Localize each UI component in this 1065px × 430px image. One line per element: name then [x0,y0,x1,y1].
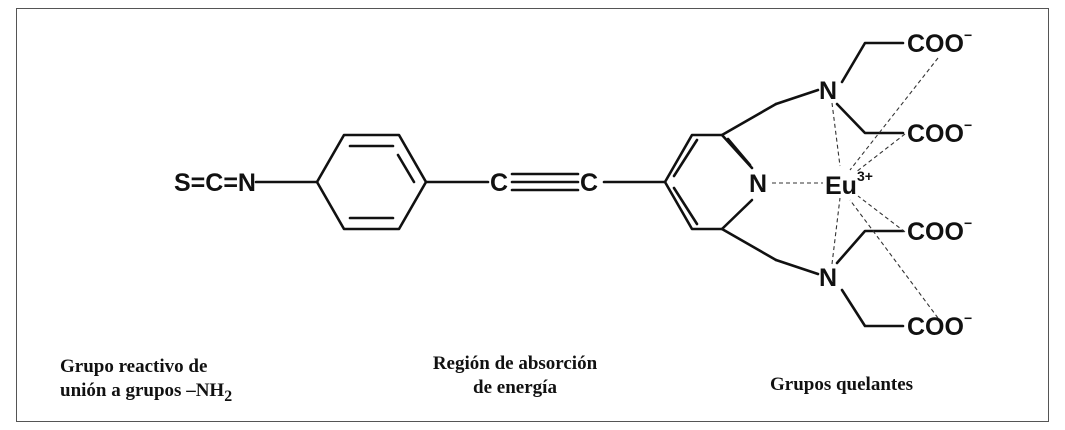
caption-chelating-groups: Grupos quelantes [770,374,914,395]
pyridine-ring [663,133,754,231]
carboxylate-4: COO− [907,310,972,341]
benzene-ring [315,133,428,231]
bond-upper-acetate-2 [835,102,905,135]
pyridine-inner-bond-top [672,138,699,178]
coord-bond-upper-n [831,102,841,167]
coord-bond-coo-4 [849,199,939,319]
benzene-inner-bond-right [396,153,416,184]
bond-lower-acetate-2 [840,288,905,328]
bond-upper-ch2-1 [720,102,778,137]
coord-bond-coo-3 [857,195,906,233]
diagram-frame [16,8,1049,422]
caption-reactive-group: Grupo reactivo de unión a grupos –NH2 [60,355,232,409]
bond-lower-acetate-1 [835,229,905,265]
isothiocyanate-label: S=C=N [174,169,256,197]
coord-bond-coo-2 [855,133,906,173]
caption-reactive-line2: unión a grupos –NH2 [60,380,233,405]
coord-bond-lower-n [831,197,841,265]
carboxylate-3: COO− [907,215,972,246]
alkyne-carbon-left: C [490,169,508,197]
bond-upper-ch2-2 [774,88,820,106]
caption-absorption-line1: Región de absorción [432,353,598,374]
pyridine-inner-bond-right [726,137,752,167]
pyridine-nitrogen: N [749,170,767,198]
alkyne-carbon-right: C [580,169,598,197]
bond-upper-acetate-1 [840,41,905,84]
upper-amine-nitrogen: N [819,77,837,105]
caption-absorption-region: Región de absorción de energía [410,352,620,400]
bond-lower-ch2-1 [720,227,778,262]
europium-ion: Eu3+ [825,168,873,200]
carboxylate-2: COO− [907,117,972,148]
caption-reactive-line1: Grupo reactivo de [60,356,208,377]
lower-amine-nitrogen: N [819,264,837,292]
caption-absorption-line2: de energía [473,377,557,398]
coord-bond-coo-1 [849,57,939,171]
bond-lower-ch2-2 [774,258,820,276]
carboxylate-1: COO− [907,27,972,58]
pyridine-inner-bond-bottom [672,186,699,226]
